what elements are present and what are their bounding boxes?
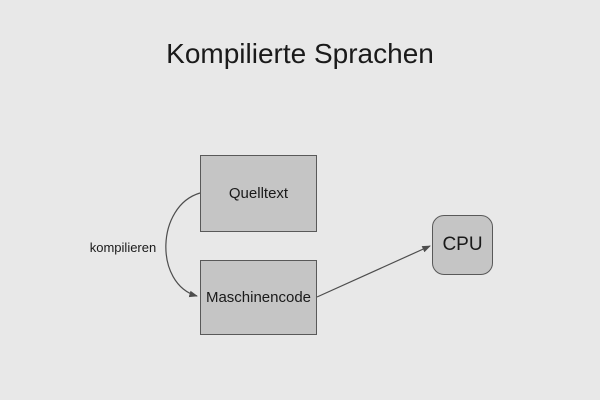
edge-maschinencode-to-cpu-arrow [316,245,431,298]
node-maschinencode: Maschinencode [200,260,317,335]
node-maschinencode-label: Maschinencode [205,289,312,306]
node-quelltext-label: Quelltext [228,185,289,202]
node-cpu-label: CPU [442,234,483,255]
edge-label-kompilieren: kompilieren [89,240,157,255]
node-quelltext: Quelltext [200,155,317,232]
node-cpu: CPU [432,215,493,275]
edge-kompilieren-arrow [165,192,201,298]
diagram-title: Kompilierte Sprachen [166,38,434,69]
